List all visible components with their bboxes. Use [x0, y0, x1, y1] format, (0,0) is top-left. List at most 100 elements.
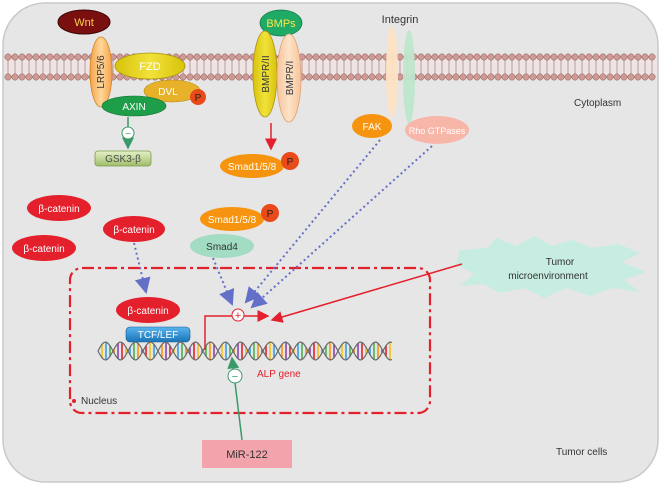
lipid-head: [515, 73, 523, 81]
gsk-inhibit-sign-bg: [121, 126, 135, 140]
lipid-head: [319, 73, 327, 81]
lipid-head: [578, 73, 586, 81]
lipid-head: [459, 53, 467, 61]
lipid-head: [312, 73, 320, 81]
tcf-lef-box: [125, 326, 191, 343]
lipid-head: [634, 73, 642, 81]
rho-label: Rho GTPases: [409, 126, 466, 136]
bmpr1-label: BMPR/I: [285, 61, 296, 95]
lipid-head: [606, 53, 614, 61]
lipid-head: [228, 73, 236, 81]
nucleus-label: Nucleus: [81, 396, 117, 407]
mir122-label: MiR-122: [226, 449, 268, 461]
lipid-head: [116, 73, 124, 81]
lipid-head: [361, 73, 369, 81]
lipid-head: [18, 73, 26, 81]
bmps-ligand: [259, 9, 303, 37]
lipid-head: [613, 53, 621, 61]
lipid-head: [501, 53, 509, 61]
lipid-head: [214, 53, 222, 61]
gsk3b-box: [94, 150, 152, 167]
lipid-head: [494, 73, 502, 81]
lipid-head: [550, 53, 558, 61]
fzd-receptor: [114, 52, 186, 80]
lipid-head: [193, 53, 201, 61]
smad158-lower-label: Smad1/5/8: [208, 215, 257, 226]
dvl-label: DVL: [158, 87, 178, 98]
repression-sign: −: [232, 371, 238, 383]
lipid-head: [620, 73, 628, 81]
bmpr1-receptor: [276, 33, 302, 123]
smad-to-gene-dotted: [212, 257, 235, 306]
lipid-head: [592, 53, 600, 61]
lipid-head: [340, 53, 348, 61]
lipid-head: [74, 73, 82, 81]
smad158-upper: [220, 154, 284, 178]
lipid-head: [60, 53, 68, 61]
lipid-head: [445, 53, 453, 61]
lipid-head: [368, 73, 376, 81]
lipid-head: [39, 53, 47, 61]
lipid-head: [32, 73, 40, 81]
lipid-head: [585, 53, 593, 61]
smad4-label: Smad4: [206, 242, 238, 253]
lipid-head: [480, 73, 488, 81]
microenvironment-arrow: [270, 263, 463, 323]
integrin-pathway: Integrin FAK Rho GTPases: [352, 14, 469, 144]
lipid-head: [235, 53, 243, 61]
lipid-head: [508, 73, 516, 81]
lipid-head: [347, 73, 355, 81]
lipid-head: [613, 73, 621, 81]
dna-strand-b: [97, 341, 393, 361]
transcription-start-arrow: [204, 310, 270, 350]
nucleus-boundary: [68, 266, 432, 415]
fak-label: FAK: [363, 122, 382, 133]
lipid-head: [564, 53, 572, 61]
lipid-head: [193, 73, 201, 81]
lipid-head: [333, 73, 341, 81]
lipid-head: [501, 73, 509, 81]
wnt-ligand: [57, 9, 111, 35]
lipid-head: [543, 73, 551, 81]
lipid-head: [46, 73, 54, 81]
lipid-head: [424, 73, 432, 81]
lipid-head: [431, 73, 439, 81]
lipid-head: [361, 53, 369, 61]
lipid-head: [214, 73, 222, 81]
lipid-head: [466, 73, 474, 81]
lipid-head: [200, 53, 208, 61]
lipid-head: [25, 53, 33, 61]
cytoplasm-label: Cytoplasm: [574, 98, 621, 109]
tcf-lef-label: TCF/LEF: [138, 330, 179, 341]
lipid-head: [529, 73, 537, 81]
lipid-head: [473, 53, 481, 61]
repression-sign-bg: [227, 368, 243, 384]
lipid-head: [599, 53, 607, 61]
axin-protein: [101, 95, 167, 117]
lipid-head: [221, 73, 229, 81]
lipid-head: [67, 53, 75, 61]
smad158-upper-label: Smad1/5/8: [228, 162, 277, 173]
lipid-head: [18, 53, 26, 61]
lipid-head: [606, 73, 614, 81]
smad158-upper-phospho-label: P: [287, 157, 294, 168]
lipid-head: [326, 53, 334, 61]
lipid-head: [452, 73, 460, 81]
wnt-pathway: Wnt LRP5/6 FZD DVL P AXIN − GSK3-β: [57, 9, 206, 167]
lipid-head: [354, 73, 362, 81]
rho-gtpases: [405, 116, 469, 144]
dna-helix: [97, 341, 393, 361]
lrp56-label: LRP5/6: [96, 55, 107, 89]
smad158-upper-phospho: [281, 152, 299, 170]
lipid-head: [354, 53, 362, 61]
lipid-head: [522, 53, 530, 61]
activation-sign-bg: [231, 308, 245, 322]
tumor-cells-label: Tumor cells: [556, 447, 607, 458]
lipid-head: [74, 53, 82, 61]
wnt-label: Wnt: [74, 17, 94, 29]
lipid-head: [305, 73, 313, 81]
smad158-lower: [200, 207, 264, 231]
lipid-head: [445, 73, 453, 81]
